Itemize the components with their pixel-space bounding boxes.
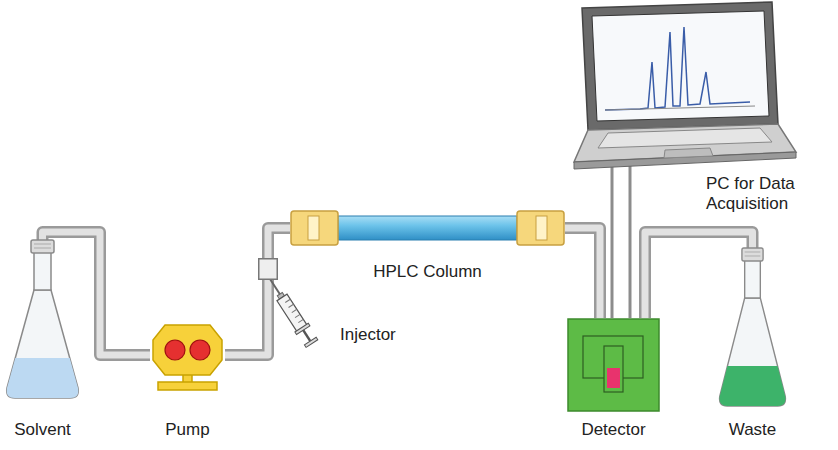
equipment-node: Solvent [5,240,80,400]
equipment-label: PC for Data Acquisition [706,174,811,215]
tube-outer [645,232,753,318]
plunger-handle [304,337,317,347]
tubing [645,232,753,318]
scale-mark [298,319,303,322]
equipment-label: Waste [729,420,777,440]
equipment-node: Waste [718,248,787,408]
tube-inner [268,228,290,258]
cable-line [611,166,614,318]
injector-port [258,258,278,280]
tube-inner [645,232,753,318]
equipment-node: PC for Data Acquisition [560,2,800,174]
tubing [268,228,290,258]
equipment-node: Injector [258,258,278,280]
needle [270,279,281,296]
equipment-node: HPLC Column [290,210,565,246]
column-shape [290,210,565,246]
scale-mark [292,309,297,312]
equipment-node: Pump [150,320,225,390]
laptop-shape [560,2,800,174]
equipment-label: HPLC Column [373,262,482,282]
scale-mark [289,304,294,307]
scale-mark [295,314,300,317]
tube-outer [268,228,290,258]
equipment-label: Pump [165,420,209,440]
equipment-label: Solvent [14,420,71,440]
tube-inner [225,280,268,355]
plunger [303,330,310,341]
equipment-label: Injector [340,325,396,345]
cable-line [629,166,632,318]
flask-shape [5,240,80,400]
flask-shape [718,248,787,408]
data-cable [612,166,630,318]
pump-shape [150,320,225,390]
scale-mark [285,299,290,302]
tube-inner [565,228,600,318]
flange [295,323,310,334]
tube-outer [225,280,268,355]
tubing [225,280,268,355]
equipment-node: Detector [567,318,660,412]
tubing [565,228,600,318]
detector-shape [567,318,660,412]
tube-outer [565,228,600,318]
syringe [263,275,318,348]
equipment-label: Detector [581,420,645,440]
